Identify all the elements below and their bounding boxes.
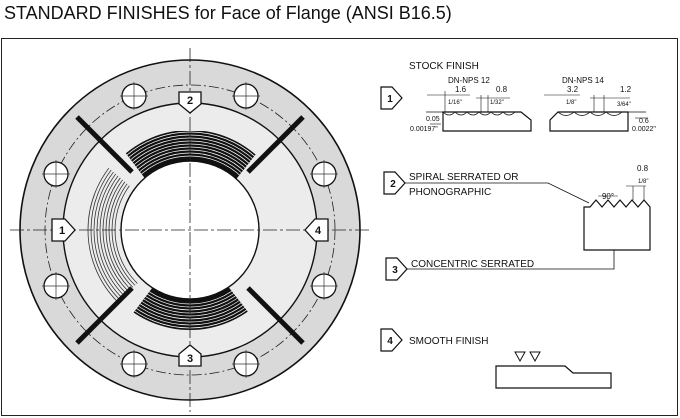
svg-text:1.6: 1.6 xyxy=(455,85,467,94)
svg-text:3: 3 xyxy=(392,265,398,276)
bolt-hole-crosshairs xyxy=(42,82,338,378)
svg-text:4: 4 xyxy=(387,336,393,347)
svg-text:1: 1 xyxy=(387,94,393,105)
finish-3-marker: 3 xyxy=(385,257,408,281)
svg-text:1/8": 1/8" xyxy=(638,179,648,185)
zone-marker-3: 3 xyxy=(178,344,202,367)
svg-text:4: 4 xyxy=(315,225,322,237)
svg-text:0.00197": 0.00197" xyxy=(410,126,438,133)
finish-1-marker: 1 xyxy=(380,86,403,110)
smooth-finish-symbol xyxy=(514,351,541,363)
profile-b-header: DN-NPS 14 xyxy=(562,76,604,85)
svg-text:1: 1 xyxy=(59,225,65,237)
svg-text:1.2: 1.2 xyxy=(620,85,632,94)
stock-profile-a: DN-NPS 12 1.6 1/16" 0.8 1/32" 0.05 0.001… xyxy=(410,76,532,133)
svg-text:3/64": 3/64" xyxy=(617,102,631,108)
finish-4-marker: 4 xyxy=(380,328,403,352)
finish-stock: STOCK FINISH 1 DN-NPS 12 1.6 1/16" 0.8 1… xyxy=(380,61,656,133)
finish-2-label-line2: PHONOGRAPHIC xyxy=(409,187,491,198)
svg-text:1/16": 1/16" xyxy=(448,100,462,106)
zone-marker-1: 1 xyxy=(51,218,76,242)
svg-text:3: 3 xyxy=(187,353,193,365)
finish-4-label: SMOOTH FINISH xyxy=(409,336,488,347)
finish-spiral-serrated: 2 SPIRAL SERRATED OR PHONOGRAPHIC 0.8 1/… xyxy=(383,164,651,251)
svg-text:1/32": 1/32" xyxy=(490,100,504,106)
finish-3-label: CONCENTRIC SERRATED xyxy=(411,259,534,270)
svg-text:90°: 90° xyxy=(602,192,614,201)
svg-text:0.05: 0.05 xyxy=(426,116,440,123)
svg-text:0.0022": 0.0022" xyxy=(632,126,656,133)
svg-text:2: 2 xyxy=(187,95,193,107)
finish-2-label-line1: SPIRAL SERRATED OR xyxy=(409,172,518,183)
page-title: STANDARD FINISHES for Face of Flange (AN… xyxy=(4,3,452,23)
zone-dividers xyxy=(75,115,305,345)
svg-text:3.2: 3.2 xyxy=(567,85,579,94)
smooth-profile xyxy=(495,365,612,389)
svg-text:0.8: 0.8 xyxy=(637,164,649,173)
stock-profile-b: DN-NPS 14 3.2 1/8" 1.2 3/64" 0.6 0.0022" xyxy=(544,76,656,133)
zone-marker-2: 2 xyxy=(178,91,202,114)
svg-text:1/8": 1/8" xyxy=(566,100,576,106)
flange-face: 2 3 1 4 xyxy=(10,48,370,412)
finish-smooth: 4 SMOOTH FINISH xyxy=(380,328,612,389)
finish-2-marker: 2 xyxy=(383,171,406,195)
svg-text:0.8: 0.8 xyxy=(496,85,508,94)
finish-1-label: STOCK FINISH xyxy=(409,61,479,72)
svg-text:2: 2 xyxy=(390,179,396,190)
zone-marker-4: 4 xyxy=(304,218,329,242)
svg-text:0.6: 0.6 xyxy=(639,118,649,125)
finish-concentric-serrated: 3 CONCENTRIC SERRATED xyxy=(385,250,615,281)
profile-a-header: DN-NPS 12 xyxy=(448,76,490,85)
